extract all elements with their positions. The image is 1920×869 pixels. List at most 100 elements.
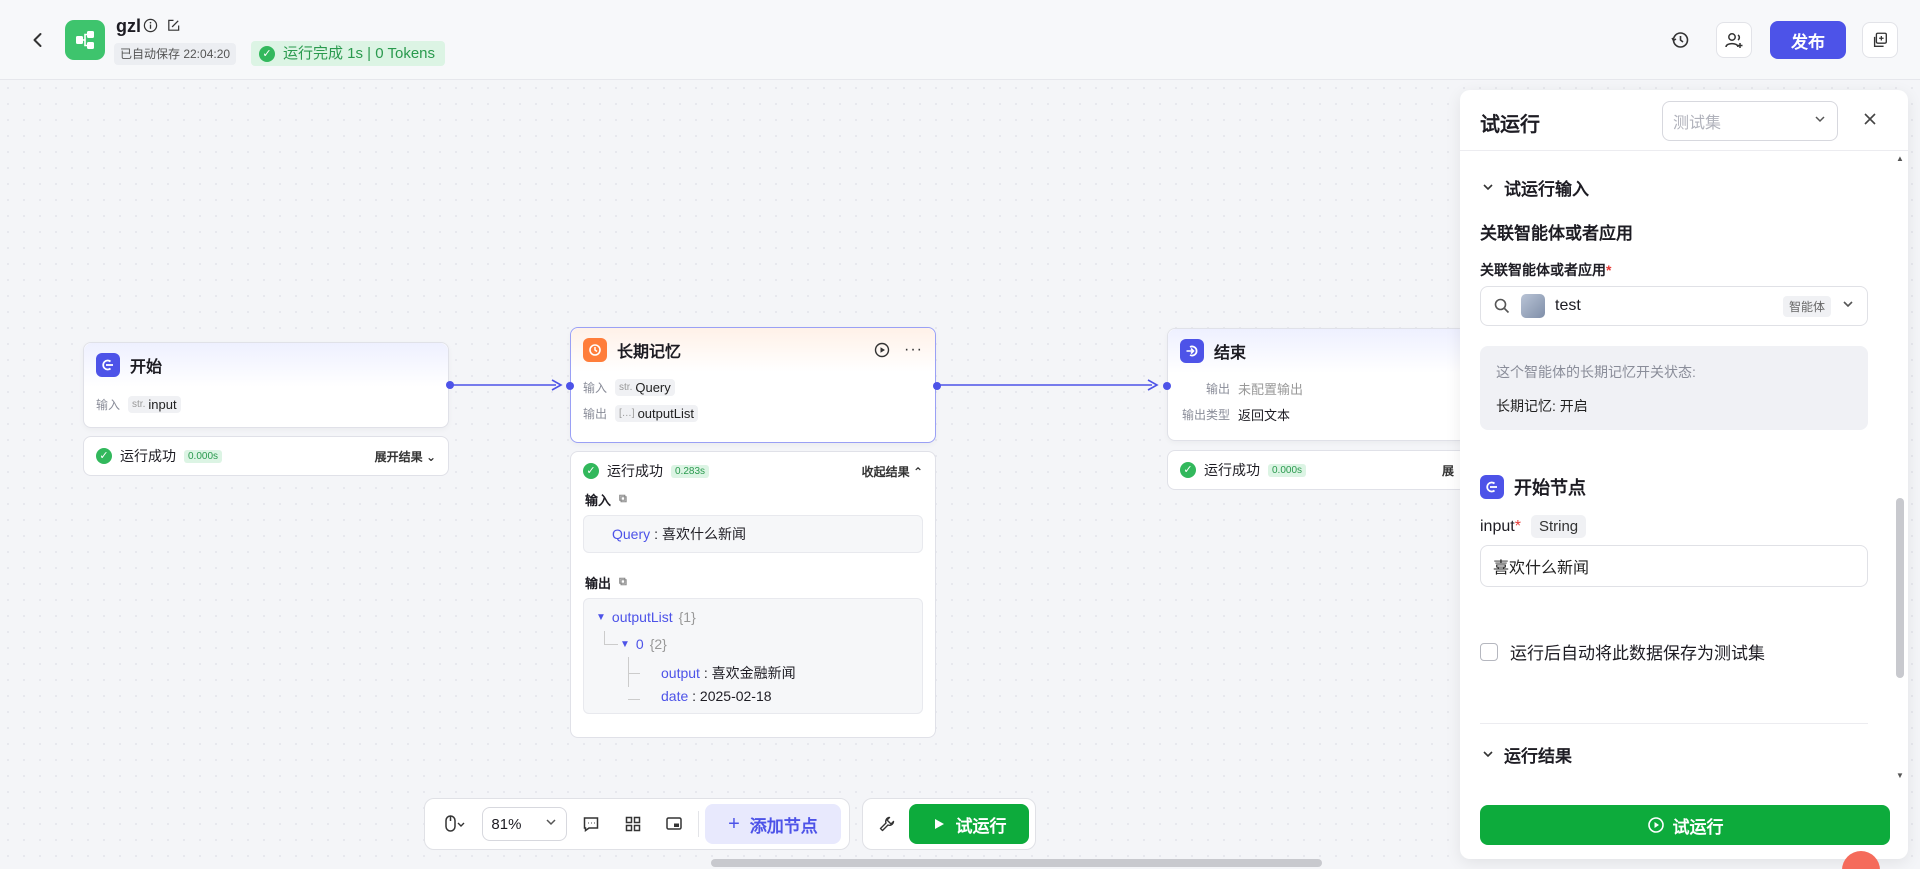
agent-avatar <box>1521 294 1545 318</box>
workflow-icon <box>76 31 94 49</box>
memory-status-info: 这个智能体的长期记忆开关状态: 长期记忆: 开启 <box>1480 346 1868 430</box>
check-circle-icon: ✓ <box>259 45 275 62</box>
canvas-toolbar: 81% + 添加节点 <box>424 798 850 850</box>
wrench-icon <box>879 816 895 832</box>
start-icon <box>96 353 120 377</box>
end-node-header: 结束 <box>1168 329 1466 373</box>
plus-icon: + <box>728 812 740 835</box>
result-time-badge: 0.000s <box>1268 463 1307 477</box>
chevron-up-icon: ⌃ <box>912 464 923 479</box>
agent-type-tag: 智能体 <box>1782 295 1831 317</box>
assistant-avatar[interactable] <box>1842 851 1880 869</box>
section-run-result-toggle[interactable]: 运行结果 <box>1482 742 1572 767</box>
tree-root[interactable]: ▼ outputList {1} <box>596 609 696 625</box>
comment-icon <box>583 817 599 832</box>
tree-leaf-output: output : 喜欢金融新闻 <box>661 665 796 681</box>
panel-scrollbar[interactable] <box>1896 498 1904 678</box>
chevron-down-icon <box>1813 112 1827 131</box>
autosave-status: 已自动保存 22:04:20 <box>114 43 237 65</box>
input-variable-chip: str. Query <box>615 378 675 396</box>
publish-button[interactable]: 发布 <box>1770 21 1846 59</box>
edit-icon[interactable] <box>166 18 181 33</box>
caret-down-icon: ▼ <box>620 638 630 650</box>
section-test-input-toggle[interactable]: 试运行输入 <box>1482 175 1589 200</box>
end-input-port[interactable] <box>1163 382 1171 390</box>
input-variable-chip: str. input <box>128 395 181 413</box>
start-node-title: 开始 <box>130 359 163 376</box>
auto-layout-button[interactable] <box>615 806 651 842</box>
panel-run-button[interactable]: 试运行 <box>1480 805 1890 845</box>
memory-node[interactable]: 长期记忆 ··· 输入 str. Query 输出 […] outputList <box>566 327 941 443</box>
check-circle-icon: ✓ <box>1180 462 1196 478</box>
result-status: 运行成功 <box>120 448 176 464</box>
canvas-horizontal-scrollbar[interactable] <box>711 859 1322 867</box>
expand-result-button[interactable]: 展开结果 ⌄ <box>374 449 436 464</box>
assoc-field-label: 关联智能体或者应用* <box>1480 262 1612 278</box>
start-node[interactable]: 开始 输入 str. input <box>83 342 454 428</box>
copy-icon[interactable]: ⧉ <box>619 576 627 588</box>
check-circle-icon: ✓ <box>583 463 599 479</box>
chevron-left-icon <box>33 33 42 47</box>
input-field-label: input* String <box>1480 515 1587 538</box>
memory-node-output-row: 输出 […] outputList <box>571 400 935 426</box>
add-node-button[interactable]: + 添加节点 <box>704 804 841 844</box>
run-toolbar: 试运行 <box>862 798 1036 850</box>
collaborate-button[interactable] <box>1716 22 1752 58</box>
checkbox[interactable] <box>1480 642 1498 661</box>
chevron-down-icon <box>1482 745 1494 765</box>
users-add-icon <box>1725 33 1743 48</box>
info-icon[interactable] <box>143 18 158 33</box>
end-node-title: 结束 <box>1214 345 1247 362</box>
debug-tools-button[interactable] <box>869 806 905 842</box>
start-node-input-row: 输入 str. input <box>84 391 448 417</box>
tree-child[interactable]: ▼ 0 {2} <box>620 636 667 652</box>
more-icon[interactable]: ··· <box>904 341 923 358</box>
memory-output-port[interactable] <box>933 382 941 390</box>
caret-down-icon: ▼ <box>596 611 606 623</box>
layout-grid-icon <box>625 816 640 832</box>
expand-result-button[interactable]: 展 <box>1441 463 1454 478</box>
agent-select[interactable]: test 智能体 <box>1480 286 1868 326</box>
zoom-select[interactable]: 81% <box>482 807 568 841</box>
scroll-down-icon[interactable]: ▼ <box>1896 771 1904 780</box>
history-button[interactable] <box>1662 22 1698 58</box>
save-as-testset-checkbox[interactable]: 运行后自动将此数据保存为测试集 <box>1480 639 1765 664</box>
start-node-section-heading: 开始节点 <box>1480 474 1586 500</box>
end-node[interactable]: 结束 输出 未配置输出 输出类型 返回文本 <box>1163 328 1467 441</box>
end-icon <box>1180 339 1204 363</box>
memory-node-title: 长期记忆 <box>617 344 682 361</box>
back-button[interactable] <box>28 30 48 50</box>
memory-input-port[interactable] <box>566 382 574 390</box>
input-field[interactable] <box>1480 545 1868 587</box>
minimap-icon <box>666 817 682 830</box>
search-icon <box>1494 298 1510 314</box>
minimap-button[interactable] <box>656 806 692 842</box>
copy-workflow-button[interactable] <box>1862 22 1898 58</box>
tree-leaf-date: date : 2025-02-18 <box>661 688 772 704</box>
duplicate-icon <box>1873 32 1887 47</box>
chevron-down-icon: ⌄ <box>425 449 436 464</box>
chevron-down-icon <box>1841 297 1855 316</box>
memory-node-input-row: 输入 str. Query <box>571 374 935 400</box>
run-status-badge: ✓ 运行完成 1s | 0 Tokens <box>251 41 446 66</box>
collapse-result-button[interactable]: 收起结果 ⌃ <box>861 464 923 479</box>
chevron-down-icon <box>1482 178 1494 198</box>
play-circle-icon[interactable] <box>874 342 890 358</box>
interaction-mode-button[interactable] <box>433 806 476 842</box>
testset-select[interactable]: 测试集 <box>1662 101 1838 141</box>
memory-icon <box>583 338 607 362</box>
comment-button[interactable] <box>573 806 609 842</box>
result-input-box: Query : 喜欢什么新闻 <box>583 515 923 553</box>
result-input-heading: 输入 ⧉ <box>585 493 627 508</box>
scroll-up-icon[interactable]: ▲ <box>1896 154 1904 163</box>
assoc-heading: 关联智能体或者应用 <box>1480 224 1633 243</box>
copy-icon[interactable]: ⧉ <box>619 493 627 505</box>
test-run-button[interactable]: 试运行 <box>909 804 1029 844</box>
start-output-port[interactable] <box>446 381 454 389</box>
app-logo <box>65 20 105 60</box>
start-result-card: ✓ 运行成功 0.000s 展开结果 ⌄ <box>83 436 449 476</box>
header: gzl 已自动保存 22:04:20 ✓ 运行完成 1s | 0 Tokens … <box>0 0 1920 80</box>
check-circle-icon: ✓ <box>96 448 112 464</box>
play-circle-icon <box>1647 817 1664 833</box>
close-panel-button[interactable] <box>1862 109 1878 131</box>
